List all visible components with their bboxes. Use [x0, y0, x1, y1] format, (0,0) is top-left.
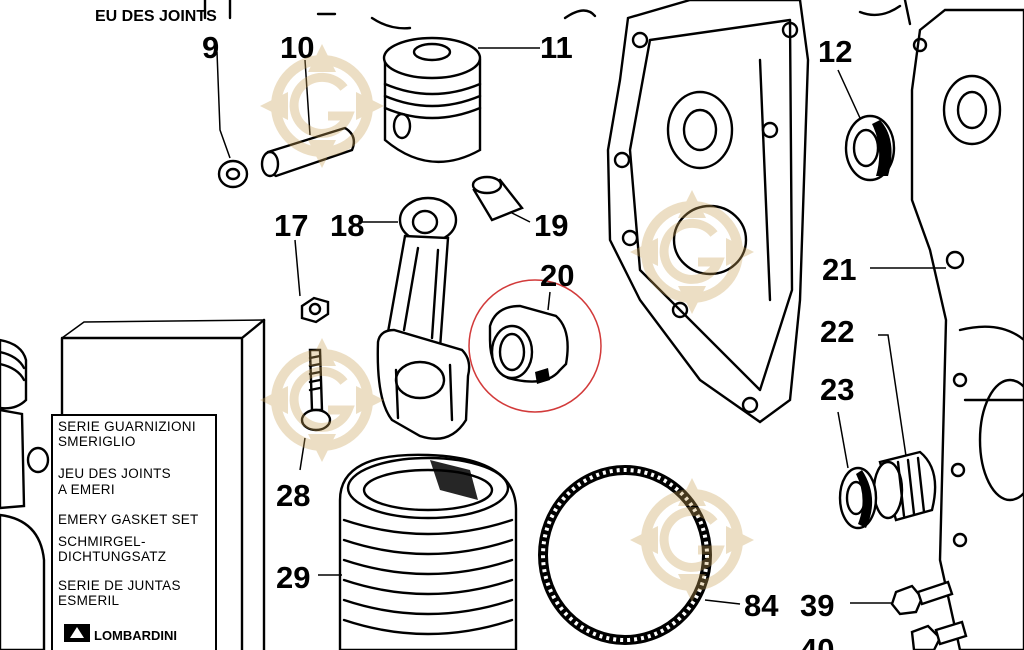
- kit-label-de-1: SCHMIRGEL-: [58, 534, 146, 549]
- emery-gasket-kit-box: SERIE GUARNIZIONI SMERIGLIO JEU DES JOIN…: [51, 318, 266, 650]
- header-fragment: EU DES JOINTS: [95, 8, 217, 25]
- kit-brand: LOMBARDINI: [94, 628, 177, 643]
- callout-11: 11: [540, 30, 573, 65]
- part-12-oil-seal: [837, 69, 896, 182]
- callout-22: 22: [820, 314, 854, 349]
- kit-label-it-1: SERIE GUARNIZIONI: [58, 419, 196, 434]
- callout-21: 21: [822, 252, 856, 287]
- part-20-bush-highlighted: [468, 279, 602, 413]
- callout-29: 29: [276, 560, 310, 595]
- kit-label-fr-2: A EMERI: [58, 482, 115, 497]
- callout-28: 28: [276, 478, 310, 513]
- callout-39: 39: [800, 588, 834, 623]
- part-40-screw: [910, 620, 968, 650]
- left-partial-cylinder: [0, 338, 50, 650]
- kit-label-fr-1: JEU DES JOINTS: [58, 466, 171, 481]
- part-11-piston: [382, 36, 540, 164]
- callout-84: 84: [744, 588, 779, 623]
- part-39-screw: [850, 580, 954, 616]
- part-29-cylinder: [318, 453, 518, 650]
- part-23-seal: [837, 411, 878, 530]
- part-19-small-bush: [471, 175, 531, 223]
- kit-label-es-2: ESMERIL: [58, 593, 120, 608]
- callout-9: 9: [202, 30, 219, 65]
- part-22-bearing: [872, 334, 937, 522]
- kit-label-en-1: EMERY GASKET SET: [58, 512, 199, 527]
- kit-label-it-2: SMERIGLIO: [58, 434, 136, 449]
- callout-23: 23: [820, 372, 854, 407]
- callout-19: 19: [534, 208, 568, 243]
- part-18-connecting-rod: [360, 196, 471, 440]
- kit-label-es-1: SERIE DE JUNTAS: [58, 578, 181, 593]
- lombardini-logo-icon: [64, 624, 90, 642]
- callout-40: 40: [800, 632, 834, 650]
- callout-17: 17: [274, 208, 308, 243]
- gear-cover-housing: [870, 8, 1024, 650]
- callout-20: 20: [540, 258, 574, 293]
- callout-18: 18: [330, 208, 364, 243]
- part-9-washer: [216, 51, 249, 189]
- part-17-nut: [294, 239, 330, 324]
- kit-label-de-2: DICHTUNGSATZ: [58, 549, 166, 564]
- callout-12: 12: [818, 34, 852, 69]
- part-84-gasket-ring: [538, 465, 741, 645]
